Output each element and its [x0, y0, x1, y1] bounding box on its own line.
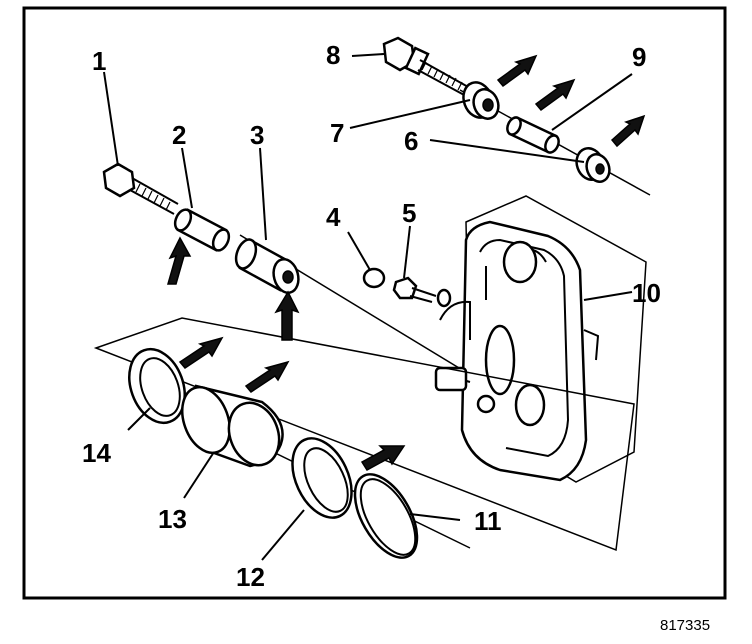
- piston-13: [181, 384, 284, 468]
- bushing-3: [234, 238, 300, 294]
- callout-4: 4: [326, 202, 341, 232]
- arrow-icon: [167, 236, 192, 285]
- callout-13: 13: [158, 504, 187, 534]
- leader-lines: [103, 53, 633, 561]
- arrow-icon: [360, 445, 406, 471]
- arrow-icon: [244, 360, 290, 393]
- arrow-icon: [274, 290, 300, 341]
- callout-2: 2: [172, 120, 186, 150]
- callout-10: 10: [632, 278, 661, 308]
- snap-ring-11: [353, 473, 419, 559]
- bushing-7: [462, 81, 500, 120]
- arrow-icon: [496, 54, 538, 88]
- callout-3: 3: [250, 120, 264, 150]
- bleeder-screw-5: [392, 276, 452, 308]
- callout-7: 7: [330, 118, 344, 148]
- callout-labels: 1 2 3 4 5 6 7 8 9 10 11 12 13 14: [82, 40, 661, 592]
- callout-12: 12: [236, 562, 265, 592]
- sleeve-2: [173, 208, 231, 252]
- arrow-icon: [610, 114, 646, 148]
- upper-bolt-assembly: [382, 36, 651, 196]
- callout-8: 8: [326, 40, 340, 70]
- left-bolt-assembly: [102, 162, 521, 406]
- callout-11: 11: [474, 506, 502, 536]
- figure-id: 817335: [660, 617, 710, 634]
- callout-5: 5: [402, 198, 416, 228]
- bolt-1: [102, 162, 179, 215]
- lubrication-arrows: [167, 54, 646, 471]
- callout-9: 9: [632, 42, 646, 72]
- callout-14: 14: [82, 438, 111, 468]
- dust-boot-14: [128, 347, 186, 425]
- piston-seal-12: [291, 437, 353, 519]
- bolt-8: [382, 36, 471, 97]
- caliper-housing-10: [434, 195, 647, 483]
- arrow-icon: [178, 336, 224, 369]
- bleeder-cap-4: [362, 267, 386, 289]
- sleeve-9: [506, 116, 560, 154]
- callout-6: 6: [404, 126, 418, 156]
- diagram-frame: [22, 6, 727, 600]
- bushing-6: [575, 147, 611, 183]
- arrow-icon: [534, 78, 576, 112]
- callout-1: 1: [92, 46, 106, 76]
